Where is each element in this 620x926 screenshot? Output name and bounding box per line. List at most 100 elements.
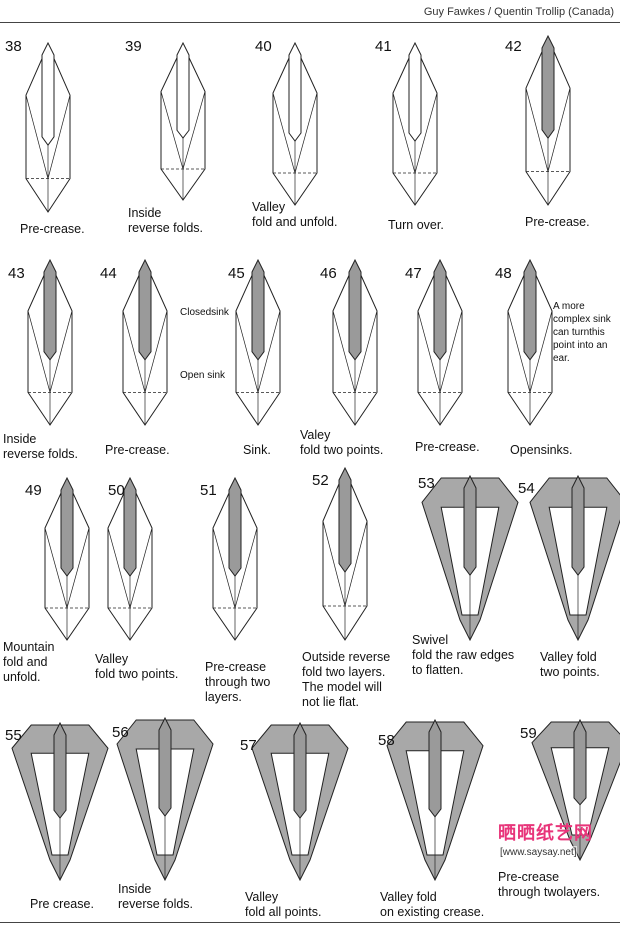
step-caption: Valley fold two points.	[95, 652, 179, 681]
center-strip	[41, 41, 55, 147]
step-number: 51	[200, 482, 217, 499]
center-strip	[573, 718, 587, 806]
fold-line	[354, 310, 378, 393]
step-caption: Sink.	[243, 443, 271, 457]
open-sink-label: Open sink	[180, 370, 226, 381]
fold-line	[414, 92, 438, 174]
step-number: 43	[8, 265, 25, 282]
fold-line	[107, 527, 131, 609]
fold-line	[529, 310, 553, 393]
center-strip	[138, 258, 152, 361]
fold-line	[122, 310, 146, 393]
center-strip	[428, 718, 442, 818]
footer-rule	[0, 922, 620, 923]
fold-line	[212, 527, 236, 609]
watermark-logo: 晒晒纸艺网	[498, 823, 593, 843]
fold-line	[344, 520, 368, 607]
fold-line	[234, 527, 258, 609]
step-caption: Outside reverse fold two layers. The mod…	[302, 650, 391, 709]
fold-line	[439, 310, 463, 393]
step-caption: Swivel fold the raw edges to flatten.	[412, 633, 515, 677]
fold-line	[129, 527, 153, 609]
closed-sink-label: Closedsink	[180, 307, 229, 318]
step-caption: Pre crease.	[30, 897, 94, 911]
step-caption: Inside reverse folds.	[118, 882, 194, 911]
fold-line	[25, 95, 49, 179]
step-number: 59	[520, 725, 537, 742]
fold-line	[144, 310, 168, 393]
fold-line	[47, 95, 71, 179]
center-strip	[523, 258, 537, 361]
center-strip	[433, 258, 447, 361]
step-number: 38	[5, 38, 22, 55]
step-number: 40	[255, 38, 272, 55]
step-caption: Pre-crease.	[525, 215, 590, 229]
step-caption: Inside reverse folds.	[128, 206, 204, 235]
step-number: 39	[125, 38, 142, 55]
step-caption: Valey fold two points.	[300, 428, 384, 457]
center-strip	[228, 476, 242, 577]
step-caption: Mountain fold and unfold.	[3, 640, 55, 684]
fold-line	[49, 310, 73, 393]
step-number: 53	[418, 475, 435, 492]
step-number: 52	[312, 472, 329, 489]
center-strip	[123, 476, 137, 577]
center-strip	[408, 41, 422, 142]
step-caption: Pre-crease.	[105, 443, 170, 457]
center-strip	[338, 466, 352, 573]
author-credit: Guy Fawkes / Quentin Trollip (Canada)	[423, 6, 614, 18]
fold-line	[525, 88, 549, 172]
step-number: 45	[228, 265, 245, 282]
step-caption: Pre-crease through two layers.	[205, 660, 271, 704]
watermark-url: [www.saysay.net]	[500, 846, 577, 859]
fold-line	[27, 310, 51, 393]
step-caption: Turn over.	[388, 218, 444, 232]
step-number: 49	[25, 482, 42, 499]
step-caption: Pre-crease.	[20, 222, 85, 236]
center-strip	[43, 258, 57, 361]
center-strip	[60, 476, 74, 577]
step-number: 56	[112, 724, 129, 741]
fold-line	[332, 310, 356, 393]
step-caption: Pre-crease through twolayers.	[498, 870, 601, 899]
fold-line	[66, 527, 90, 609]
center-strip	[288, 41, 302, 142]
fold-line	[160, 91, 184, 170]
fold-line	[392, 92, 416, 174]
step-number: 41	[375, 38, 392, 55]
fold-line	[272, 92, 296, 174]
step-number: 48	[495, 265, 512, 282]
step-48-note: A more complex sink can turnthis point i…	[553, 301, 611, 364]
fold-line	[322, 520, 346, 607]
fold-line	[417, 310, 441, 393]
fold-line	[44, 527, 68, 609]
center-strip	[571, 474, 585, 577]
step-number: 50	[108, 482, 125, 499]
center-strip	[158, 716, 172, 817]
center-strip	[541, 34, 555, 140]
step-caption: Valley fold all points.	[245, 890, 322, 919]
step-caption: Pre-crease.	[415, 440, 480, 454]
step-caption: Inside reverse folds.	[3, 432, 79, 461]
header-rule	[0, 22, 620, 23]
step-number: 54	[518, 480, 535, 497]
fold-line	[257, 310, 281, 393]
center-strip	[53, 721, 67, 819]
step-number: 57	[240, 737, 257, 754]
step-caption: Valley fold two points.	[540, 650, 600, 679]
step-caption: Valley fold and unfold.	[252, 200, 338, 229]
fold-line	[547, 88, 571, 172]
step-number: 44	[100, 265, 117, 282]
fold-line	[294, 92, 318, 174]
step-caption: Opensinks.	[510, 443, 573, 457]
fold-line	[182, 91, 206, 170]
center-strip	[251, 258, 265, 361]
center-strip	[348, 258, 362, 361]
step-number: 46	[320, 265, 337, 282]
step-number: 47	[405, 265, 422, 282]
fold-line	[507, 310, 531, 393]
center-strip	[463, 474, 477, 577]
fold-line	[235, 310, 259, 393]
